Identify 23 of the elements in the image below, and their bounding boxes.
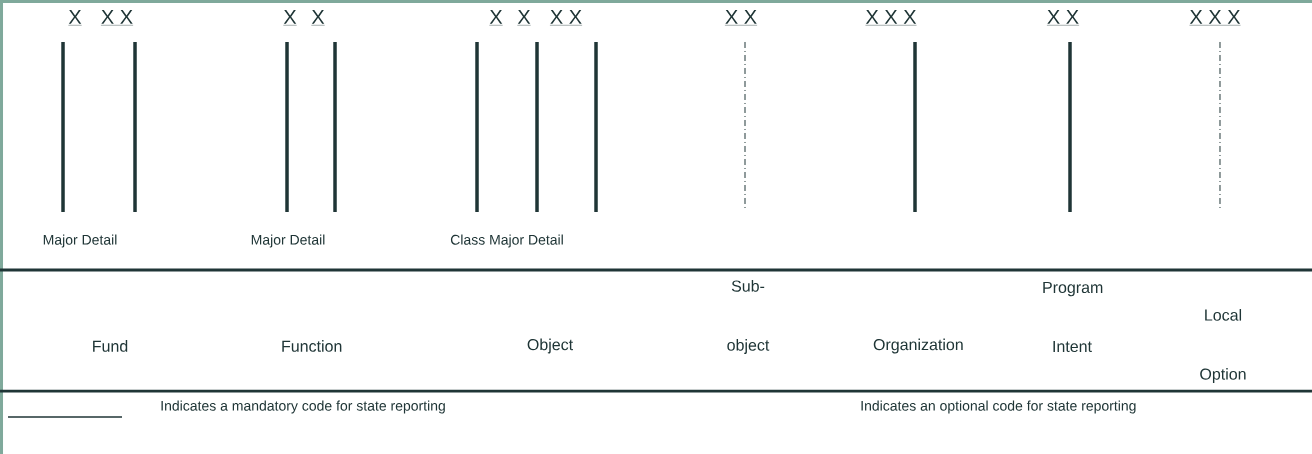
code-digits: X X — [1046, 10, 1080, 26]
code-digits: X — [283, 10, 297, 26]
field-label: Local Option — [1200, 309, 1246, 383]
field-label: Object — [527, 338, 573, 354]
code-digits: X X — [549, 10, 583, 26]
code-digits: X X — [100, 10, 134, 26]
code-digits: X X X — [865, 10, 917, 26]
code-digits: X — [517, 10, 531, 26]
legend-text: Indicates a mandatory code for state reporting — [161, 400, 445, 414]
code-digits: X — [68, 10, 82, 26]
code-digits: X X X — [1189, 10, 1241, 26]
field-label: Function — [282, 340, 342, 352]
code-digits: X X — [724, 10, 758, 26]
level-label: Class Major Detail — [450, 234, 563, 248]
field-label: Sub- object — [727, 280, 770, 354]
legend-text: Indicates an optional code for state reporting — [861, 400, 1136, 414]
code-digits: X — [311, 10, 325, 26]
field-label: Organization — [873, 338, 963, 354]
level-label: Major Detail — [251, 234, 325, 248]
field-label: Program Intent — [1043, 281, 1103, 353]
level-label: Major Detail — [43, 234, 117, 248]
code-digits: X — [489, 10, 503, 26]
field-label: Fund — [93, 340, 128, 352]
